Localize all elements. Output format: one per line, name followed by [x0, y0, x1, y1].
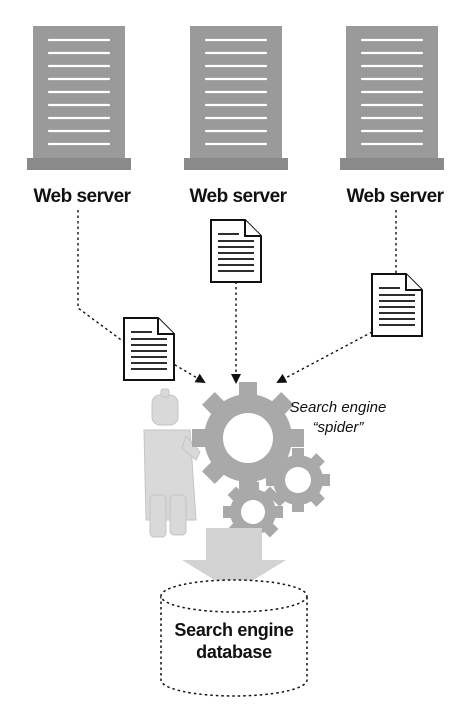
web-server-label: Web server	[189, 186, 287, 207]
database-cylinder-icon	[160, 579, 308, 697]
web-server-icon	[182, 24, 290, 172]
web-server-icon	[25, 24, 133, 172]
document-icon	[210, 219, 262, 283]
database-label-line1: Search engine	[174, 620, 293, 640]
web-server-label: Web server	[346, 186, 444, 207]
spider-label-line1: Search engine	[290, 399, 387, 416]
dotted-arrow-left	[77, 210, 125, 343]
gear-icon	[266, 448, 330, 512]
document-icon	[123, 317, 175, 381]
gear-icon	[192, 382, 304, 494]
web-server-label: Web server	[33, 186, 131, 207]
robot-spider-icon	[143, 388, 201, 538]
document-icon	[371, 273, 423, 337]
database-label-line2: database	[196, 642, 272, 662]
dotted-arrow-right-head	[276, 331, 373, 383]
web-server-icon	[338, 24, 446, 172]
down-arrow-icon	[182, 528, 286, 592]
dotted-arrow-left-head	[169, 361, 206, 384]
spider-label-line2: “spider”	[313, 419, 365, 436]
